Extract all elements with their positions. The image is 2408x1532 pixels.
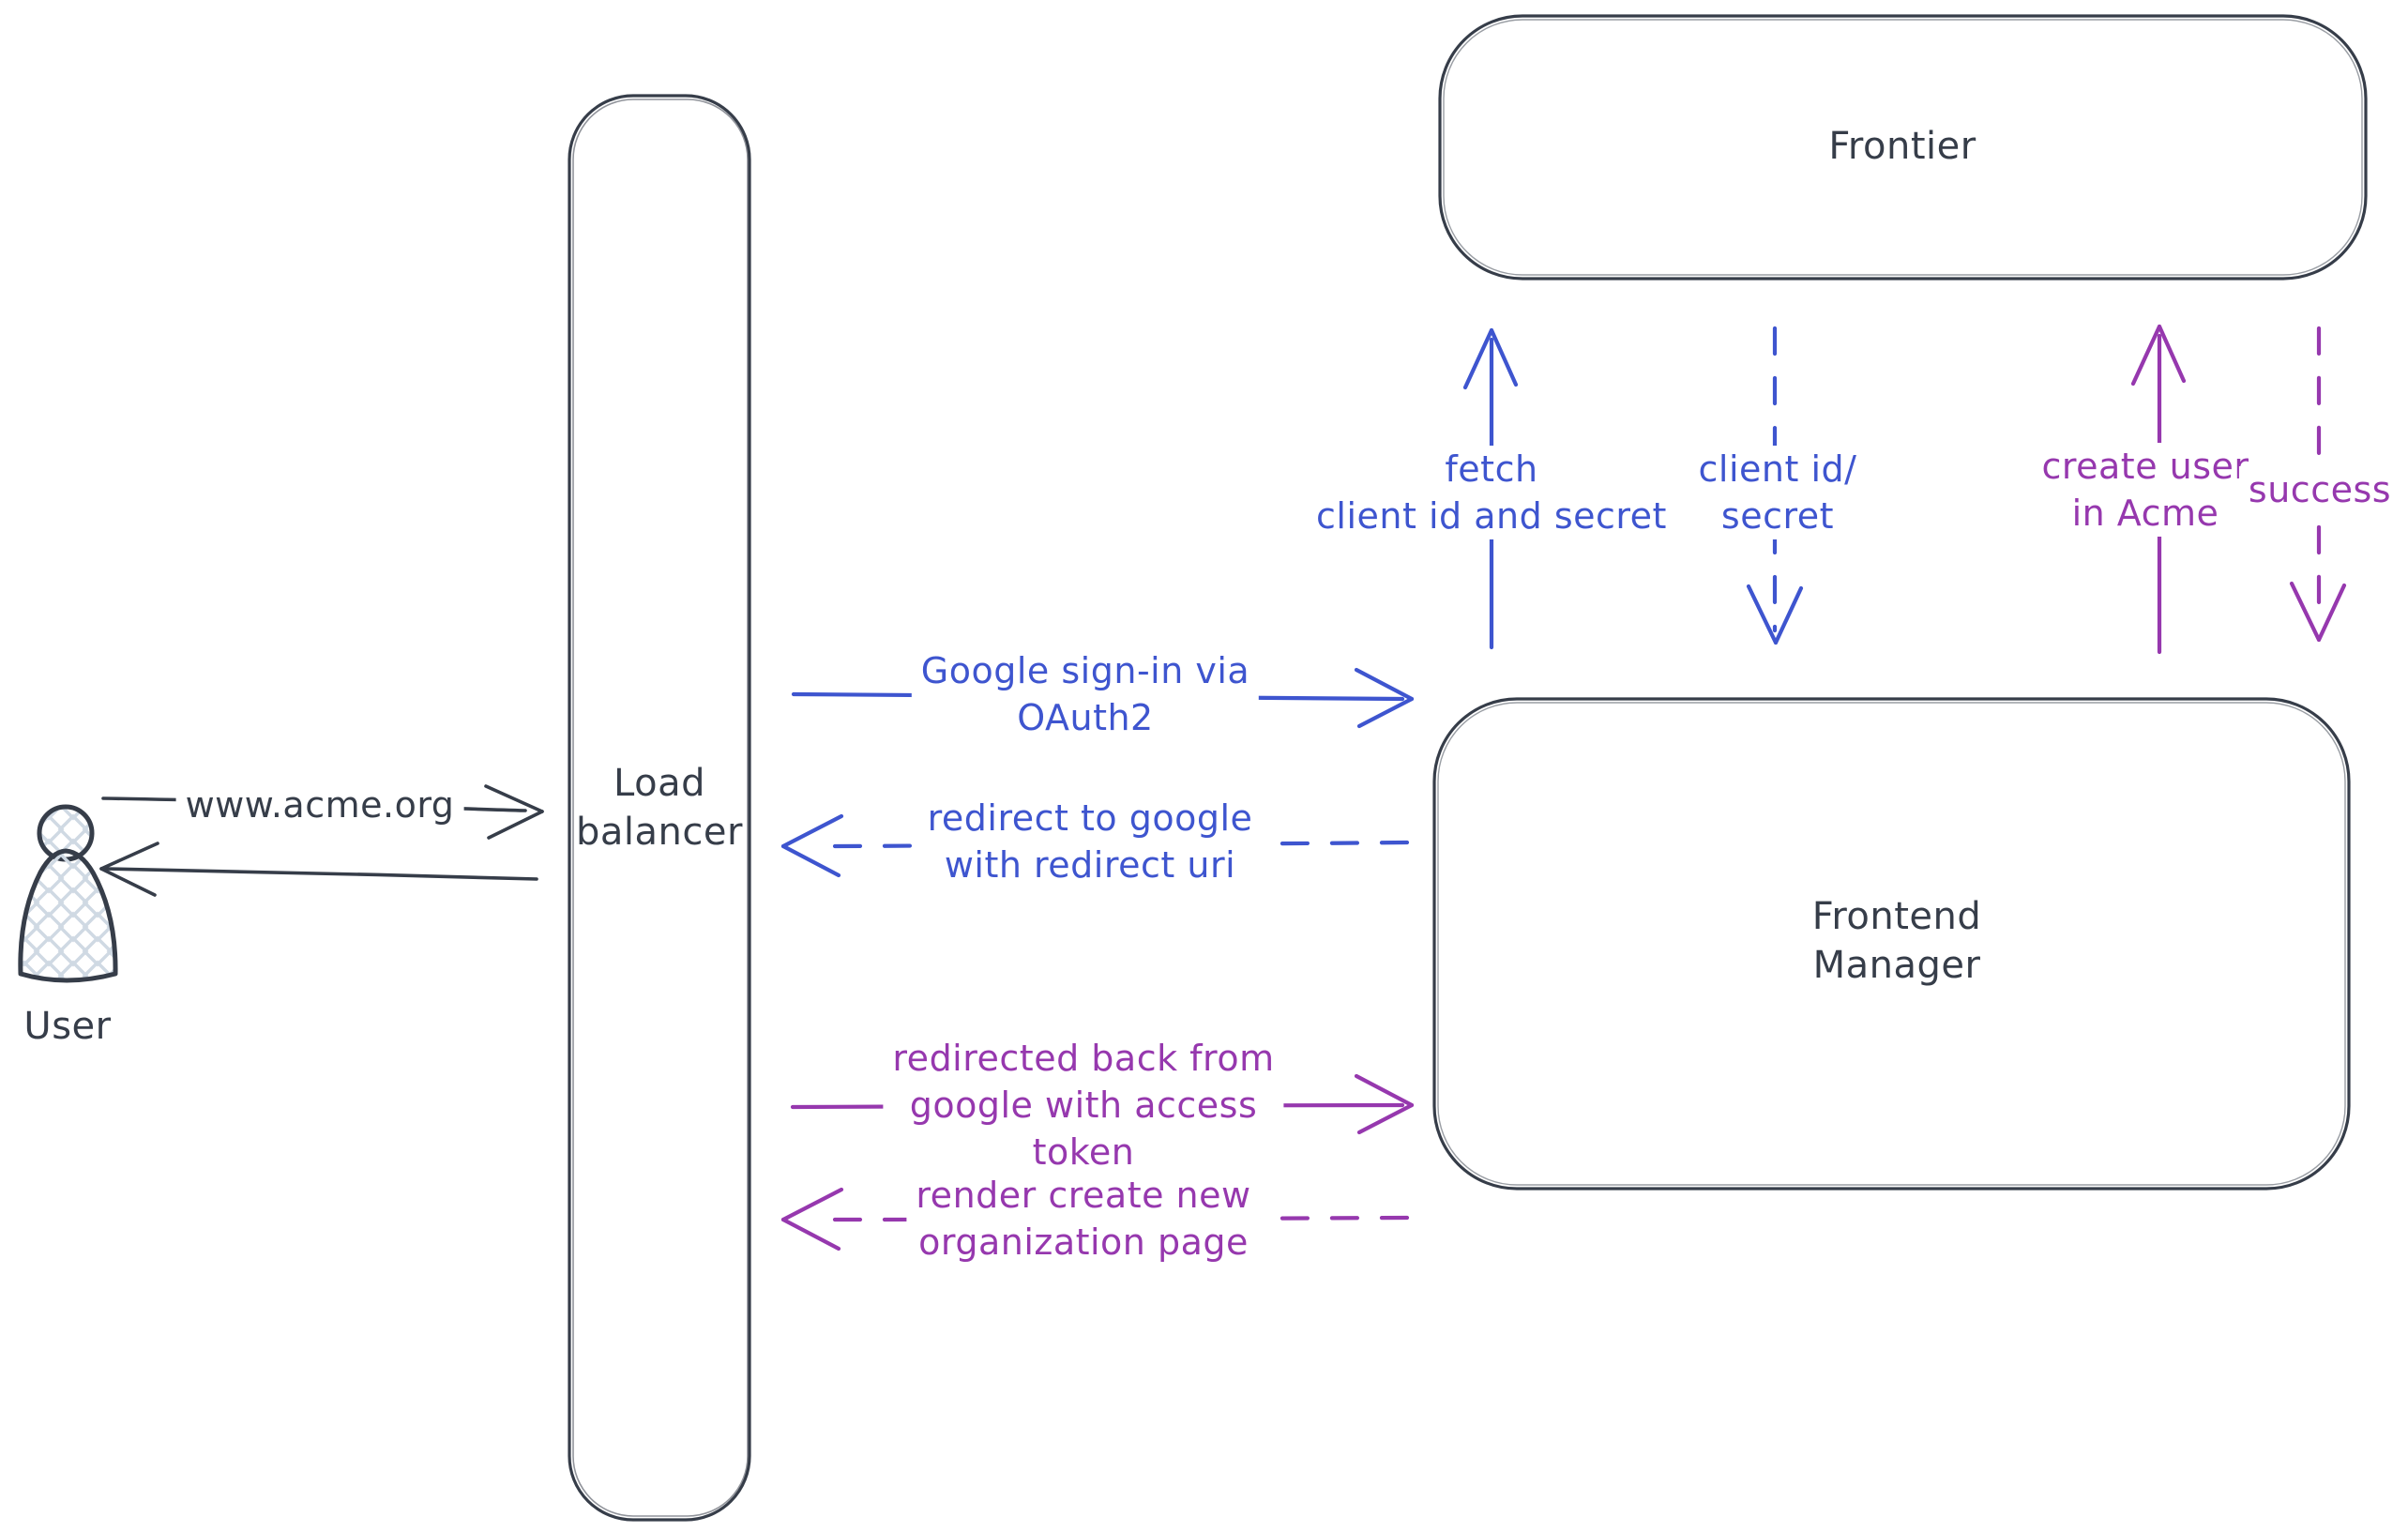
- redirect-google-arrow: [780, 813, 1410, 878]
- redirect-google-label: redirect to google with redirect uri: [917, 795, 1263, 888]
- google-signin-label: Google sign-in via OAuth2: [911, 647, 1260, 741]
- frontend-manager-label: Frontend Manager: [1811, 895, 1982, 987]
- render-org-page-label: render create new organization page: [906, 1172, 1261, 1266]
- client-id-secret-label: client id/ secret: [1689, 446, 1867, 539]
- load-balancer-box: [568, 94, 751, 1522]
- frontend-manager-box: [1432, 697, 2351, 1191]
- create-user-label: create user in Acme: [2032, 443, 2259, 537]
- frontier-label: Frontier: [1828, 125, 1976, 168]
- user-label: User: [23, 1005, 112, 1048]
- frontier-box: [1438, 14, 2368, 281]
- success-label: success: [2238, 466, 2401, 513]
- return-arrow: [99, 842, 538, 897]
- load-balancer-label: Load balancer: [576, 762, 743, 854]
- redirected-back-label: redirected back from google with access …: [883, 1035, 1284, 1176]
- user-icon: [18, 804, 118, 983]
- fetch-client-label: fetch client id and secret: [1307, 446, 1676, 539]
- www-acme-label: www.acme.org: [175, 781, 464, 828]
